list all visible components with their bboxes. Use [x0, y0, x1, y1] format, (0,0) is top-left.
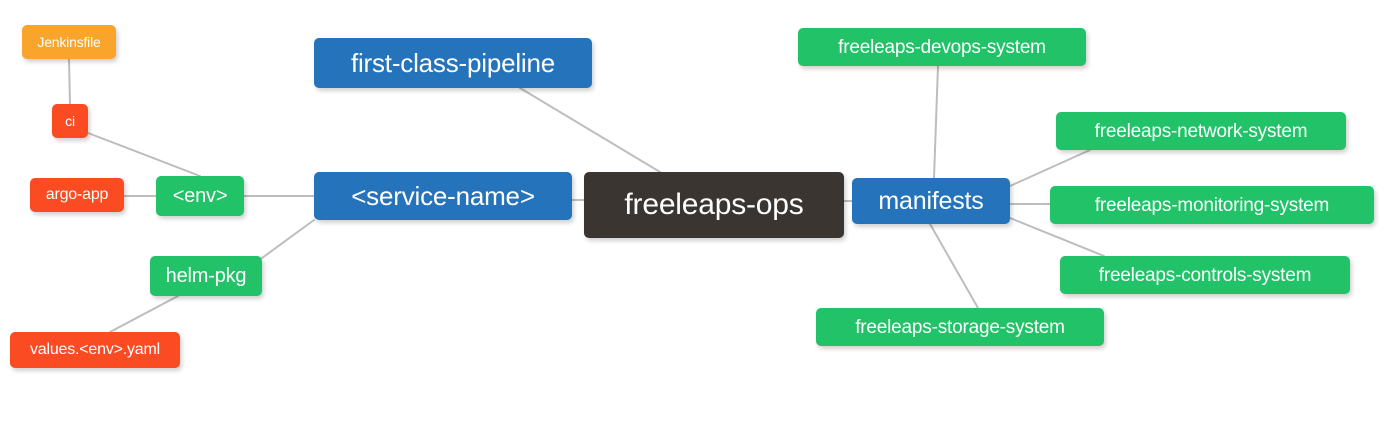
- edge-manifests-to-freeleaps-storage-system: [929, 223, 979, 309]
- node-label-freeleaps-controls-system: freeleaps-controls-system: [1098, 264, 1312, 286]
- node-label-helm-pkg: helm-pkg: [165, 265, 247, 287]
- node-jenkinsfile[interactable]: Jenkinsfile: [22, 25, 116, 59]
- node-freeleaps-controls-system[interactable]: freeleaps-controls-system: [1060, 256, 1350, 294]
- node-label-values-yaml: values.<env>.yaml: [29, 341, 160, 358]
- node-label-freeleaps-storage-system: freeleaps-storage-system: [855, 316, 1065, 338]
- node-freeleaps-network-system[interactable]: freeleaps-network-system: [1056, 112, 1346, 150]
- node-label-freeleaps-monitoring-system: freeleaps-monitoring-system: [1094, 194, 1330, 216]
- node-values-yaml[interactable]: values.<env>.yaml: [10, 332, 180, 368]
- edge-helm-pkg-to-values-yaml: [109, 295, 179, 333]
- node-label-argo-app: argo-app: [45, 186, 109, 203]
- node-ci[interactable]: ci: [52, 104, 88, 138]
- node-label-manifests: manifests: [878, 186, 984, 215]
- node-label-ci: ci: [65, 113, 75, 129]
- node-freeleaps-storage-system[interactable]: freeleaps-storage-system: [816, 308, 1104, 346]
- node-manifests[interactable]: manifests: [852, 178, 1010, 224]
- node-label-freeleaps-devops-system: freeleaps-devops-system: [838, 36, 1046, 58]
- node-service-name[interactable]: <service-name>: [314, 172, 572, 220]
- node-label-first-class-pipeline: first-class-pipeline: [350, 48, 556, 78]
- node-helm-pkg[interactable]: helm-pkg: [150, 256, 262, 296]
- node-label-freeleaps-network-system: freeleaps-network-system: [1094, 120, 1308, 142]
- edge-jenkinsfile-to-ci: [68, 58, 71, 105]
- node-label-freeleaps-ops: freeleaps-ops: [624, 188, 804, 221]
- node-env[interactable]: <env>: [156, 176, 244, 216]
- edge-first-class-pipeline-to-freeleaps-ops: [519, 87, 661, 173]
- node-label-jenkinsfile: Jenkinsfile: [37, 34, 101, 50]
- node-freeleaps-ops[interactable]: freeleaps-ops: [584, 172, 844, 238]
- node-first-class-pipeline[interactable]: first-class-pipeline: [314, 38, 592, 88]
- node-label-env: <env>: [172, 185, 228, 207]
- edge-manifests-to-freeleaps-devops-system: [933, 65, 939, 179]
- edge-manifests-to-freeleaps-network-system: [1009, 149, 1091, 187]
- edge-ci-to-env: [87, 132, 201, 177]
- node-label-service-name: <service-name>: [351, 181, 535, 211]
- node-argo-app[interactable]: argo-app: [30, 178, 124, 212]
- node-freeleaps-monitoring-system[interactable]: freeleaps-monitoring-system: [1050, 186, 1374, 224]
- node-freeleaps-devops-system[interactable]: freeleaps-devops-system: [798, 28, 1086, 66]
- edge-service-name-to-helm-pkg: [261, 219, 315, 259]
